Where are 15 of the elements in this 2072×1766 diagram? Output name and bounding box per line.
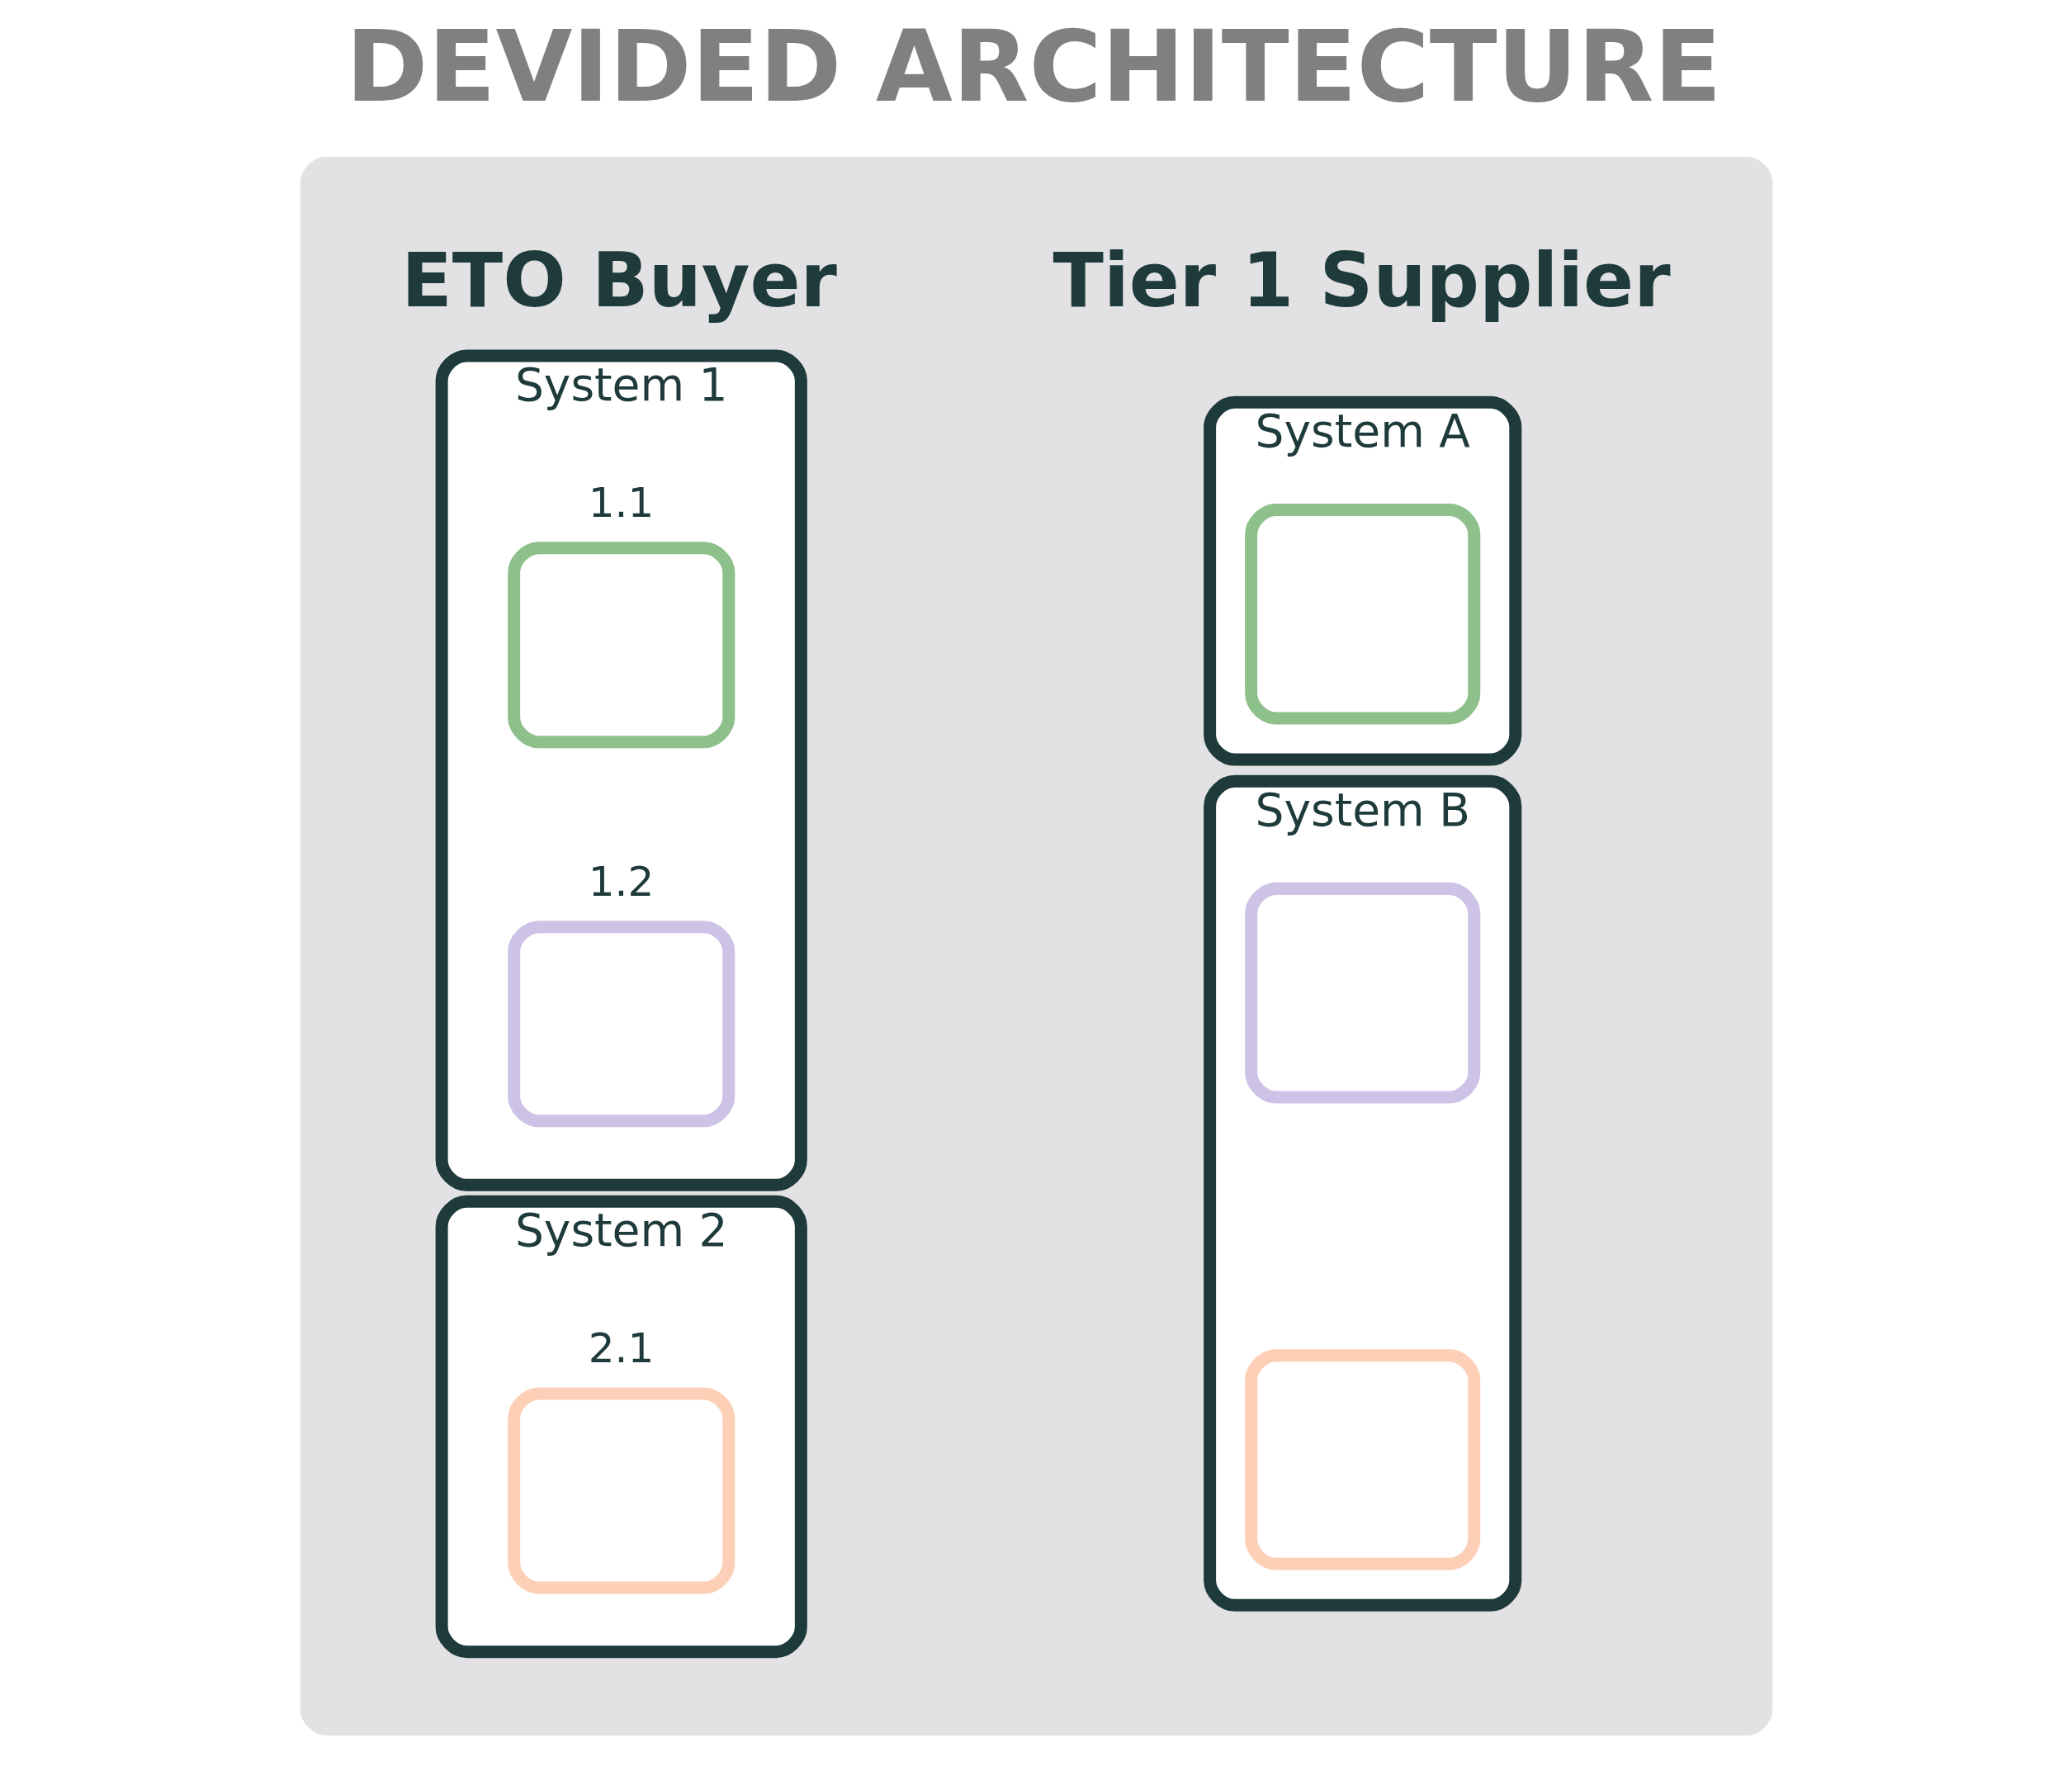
node-box xyxy=(1244,882,1480,1104)
cluster xyxy=(300,156,1772,1735)
node-box xyxy=(1244,503,1480,725)
label: ETO Buyer xyxy=(400,236,837,324)
node-label: 1.2 xyxy=(588,858,654,907)
cluster: System A xyxy=(1203,395,1521,766)
label: Tier 1 Supplier xyxy=(1053,236,1671,324)
node-label: 2.1 xyxy=(588,1324,654,1373)
node-box xyxy=(507,1387,735,1594)
node-box xyxy=(1244,1349,1480,1570)
cluster: System B xyxy=(1203,774,1521,1612)
node-label: 1.1 xyxy=(588,479,654,528)
diagram-title: DEVIDED ARCHITECTURE xyxy=(345,8,1722,124)
node-box xyxy=(507,921,735,1128)
node-box xyxy=(507,542,735,749)
